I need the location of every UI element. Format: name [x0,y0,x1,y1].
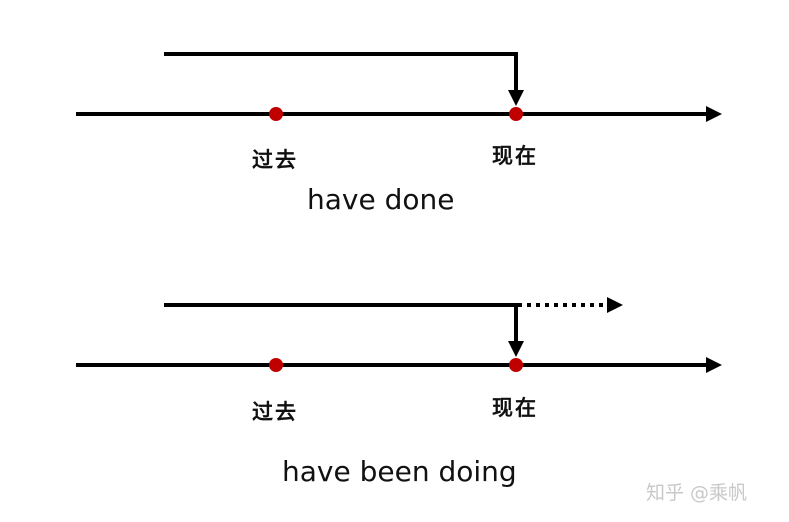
present-dot [509,107,523,121]
action-bracket [164,303,518,345]
timeline-arrowhead [706,357,722,373]
past-label: 过去 [252,147,298,172]
watermark: 知乎 @乘帆 [646,482,748,504]
action-bracket [164,52,518,94]
present-label: 现在 [492,395,538,420]
continuation-arrowhead [607,297,623,313]
past-label: 过去 [252,399,298,424]
present-label: 现在 [492,143,538,168]
present-dot [509,358,523,372]
tense-caption: have been doing [282,455,517,488]
panel-have-been-doing [76,297,722,373]
panel-have-done [76,52,722,122]
past-dot [269,358,283,372]
timeline-arrowhead [706,106,722,122]
tense-caption: have done [307,183,455,216]
past-dot [269,107,283,121]
action-arrowhead [508,341,524,357]
action-arrowhead [508,90,524,106]
